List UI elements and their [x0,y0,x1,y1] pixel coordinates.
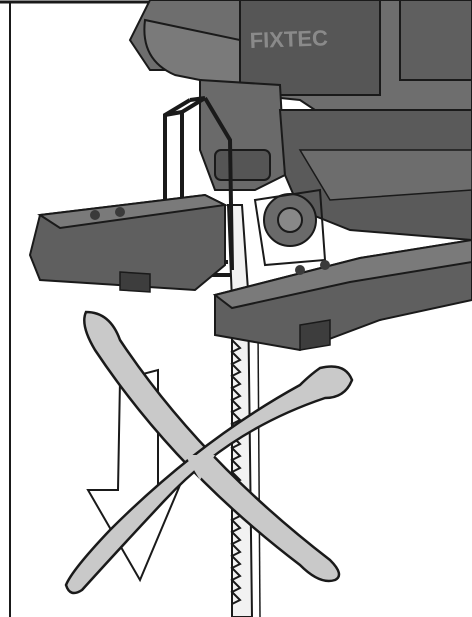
brand-label: FIXTEC [249,25,328,53]
base-plate-right [212,238,472,352]
motor-housing: FIXTEC [128,0,472,142]
blade-holder [199,78,472,267]
base-plate-left [28,193,229,293]
cross-mark-icon [64,310,354,595]
